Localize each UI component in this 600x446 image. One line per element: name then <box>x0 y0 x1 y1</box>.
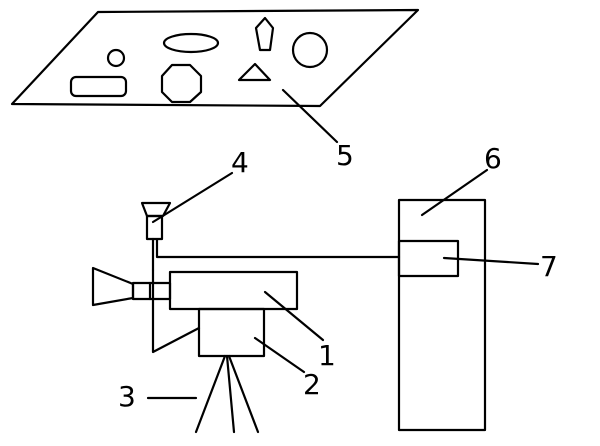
processing-unit: 6 7 <box>397 142 558 432</box>
octagon-shape <box>160 63 203 104</box>
label-5: 5 <box>336 139 354 172</box>
tripod-leg-left <box>194 354 227 434</box>
triangle-shape <box>237 62 272 82</box>
label-4: 4 <box>231 146 249 179</box>
ellipse-shape <box>162 32 220 54</box>
leader-line-4 <box>151 171 234 224</box>
label-3: 3 <box>118 380 136 413</box>
support-bracket <box>151 268 201 354</box>
lens-hood <box>91 266 135 307</box>
leader-line-7 <box>442 256 540 266</box>
object-plane <box>10 8 420 108</box>
tripod-leg-center <box>225 354 236 434</box>
label-7: 7 <box>540 250 558 283</box>
processing-cabinet <box>397 198 487 432</box>
leader-line-5 <box>281 88 339 144</box>
label-2: 2 <box>303 368 321 401</box>
base-block <box>197 307 266 358</box>
large-circle-shape <box>291 31 329 69</box>
leader-line-2 <box>253 336 306 374</box>
tripod: 3 <box>118 354 260 434</box>
camera-base: 2 <box>151 268 321 401</box>
tripod-leg-right <box>227 354 260 434</box>
lens-barrel <box>131 281 172 301</box>
small-circle-shape <box>106 48 126 68</box>
label-6: 6 <box>484 142 502 175</box>
label-1: 1 <box>318 339 336 372</box>
light-body <box>145 214 164 241</box>
leader-line-1 <box>263 290 325 342</box>
hexagon-shape <box>254 16 275 52</box>
signal-cable <box>155 238 401 259</box>
rounded-rectangle-shape <box>69 75 128 98</box>
plane-surface <box>10 8 420 108</box>
leader-line-6 <box>420 168 489 217</box>
